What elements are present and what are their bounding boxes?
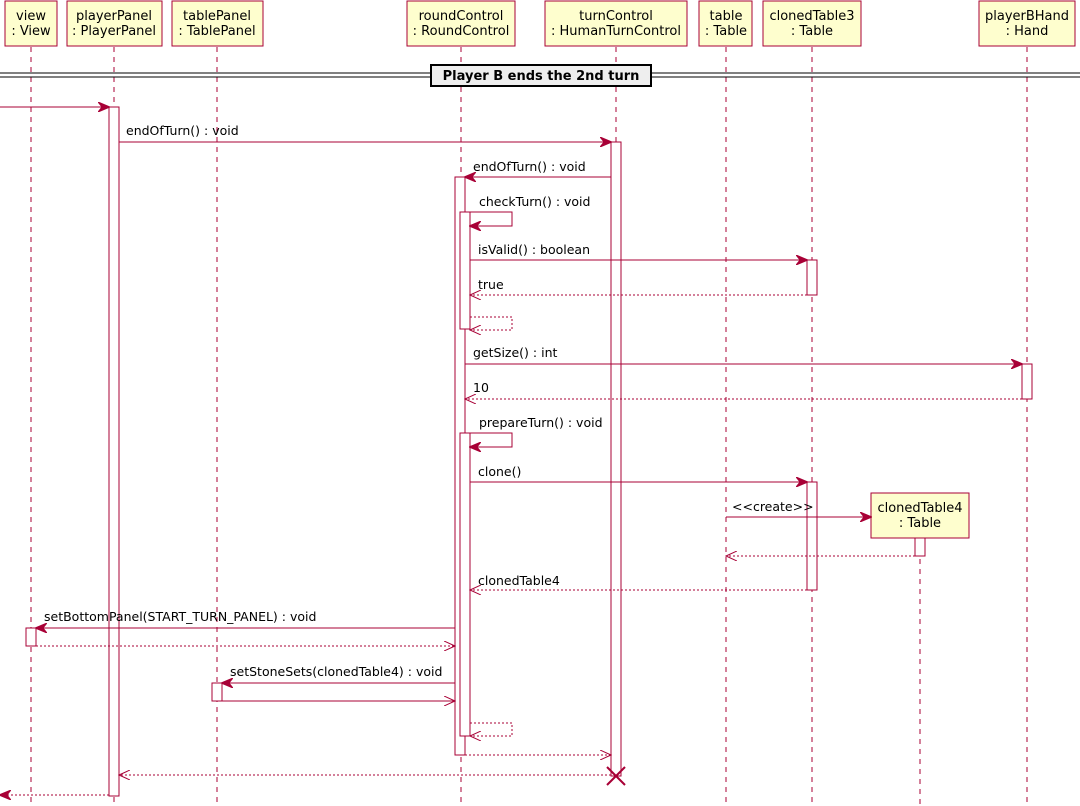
- activation-playerBHand: [1021, 363, 1033, 400]
- message: clonedTable4: [470, 573, 807, 590]
- participant-type: : HumanTurnControl: [551, 24, 681, 39]
- message: [470, 316, 513, 330]
- message: true: [470, 277, 807, 295]
- message-label: endOfTurn() : void: [473, 159, 586, 174]
- activation-clonedTable3-isValid: [806, 259, 818, 296]
- activation-clonedTable3-clone: [806, 481, 818, 591]
- participant-name: table: [710, 9, 743, 24]
- activation-tablePanel: [211, 682, 223, 702]
- message: setStoneSets(clonedTable4) : void: [222, 664, 455, 683]
- participant-name: tablePanel: [183, 9, 251, 24]
- participant-tablePanel: tablePanel : TablePanel: [171, 0, 264, 47]
- divider-label: Player B ends the 2nd turn: [443, 69, 640, 84]
- participants: view : View playerPanel : PlayerPanel ta…: [4, 0, 1076, 539]
- participant-roundControl: roundControl : RoundControl: [406, 0, 516, 47]
- participant-name: clonedTable3: [769, 9, 854, 24]
- activation-roundControl-prepareTurn: [459, 432, 471, 737]
- message-label: clone(): [478, 464, 521, 479]
- participant-type: : Table: [791, 24, 833, 39]
- participant-turnControl: turnControl : HumanTurnControl: [544, 0, 688, 47]
- message: 10: [465, 380, 1022, 399]
- participant-table: table : Table: [698, 0, 753, 47]
- participant-name: turnControl: [579, 9, 653, 24]
- participant-type: : View: [11, 24, 51, 39]
- message-label: prepareTurn() : void: [479, 415, 603, 430]
- activations: [25, 106, 1033, 797]
- message-label: setStoneSets(clonedTable4) : void: [230, 664, 442, 679]
- participant-name: clonedTable4: [877, 501, 962, 516]
- participant-clonedTable4: clonedTable4 : Table: [870, 492, 970, 539]
- message-label: <<create>>: [732, 499, 814, 514]
- participant-type: : PlayerPanel: [72, 24, 156, 39]
- message: checkTurn() : void: [465, 194, 590, 226]
- destroy-marker: [606, 766, 626, 786]
- message: <<create>>: [726, 499, 871, 517]
- activation-roundControl-checkTurn: [459, 211, 471, 330]
- participant-playerBHand: playerBHand : Hand: [978, 0, 1076, 47]
- message: setBottomPanel(START_TURN_PANEL) : void: [36, 609, 455, 628]
- message-label: clonedTable4: [478, 573, 560, 588]
- participant-playerPanel: playerPanel : PlayerPanel: [66, 0, 163, 47]
- messages: endOfTurn() : void endOfTurn() : void ch…: [0, 107, 1022, 795]
- message-label: endOfTurn() : void: [126, 123, 239, 138]
- message-label: 10: [473, 380, 489, 395]
- activation-clonedTable4: [914, 537, 926, 557]
- message-label: true: [478, 277, 504, 292]
- participant-type: : Table: [705, 24, 747, 39]
- message-label: isValid() : boolean: [478, 242, 590, 257]
- message: endOfTurn() : void: [119, 123, 611, 142]
- activation-turnControl: [610, 141, 622, 777]
- participant-name: playerBHand: [985, 9, 1069, 24]
- message: prepareTurn() : void: [465, 415, 603, 447]
- participant-type: : Hand: [1006, 24, 1049, 39]
- message: [470, 722, 513, 736]
- participant-type: : RoundControl: [413, 24, 510, 39]
- message: clone(): [470, 464, 807, 482]
- divider: Player B ends the 2nd turn: [0, 64, 1080, 87]
- participant-view: view : View: [4, 0, 58, 47]
- participant-clonedTable3: clonedTable3 : Table: [762, 0, 862, 47]
- message-label: setBottomPanel(START_TURN_PANEL) : void: [44, 609, 316, 624]
- message: getSize() : int: [465, 345, 1022, 364]
- message-label: getSize() : int: [473, 345, 557, 360]
- participant-type: : TablePanel: [178, 24, 255, 39]
- participant-name: roundControl: [419, 9, 504, 24]
- participant-type: : Table: [899, 516, 941, 531]
- participant-name: view: [16, 9, 46, 24]
- message-label: checkTurn() : void: [479, 194, 590, 209]
- activation-playerPanel: [108, 106, 120, 797]
- message: endOfTurn() : void: [465, 159, 611, 177]
- participant-name: playerPanel: [76, 9, 152, 24]
- activation-view: [25, 627, 37, 647]
- message: isValid() : boolean: [470, 242, 807, 260]
